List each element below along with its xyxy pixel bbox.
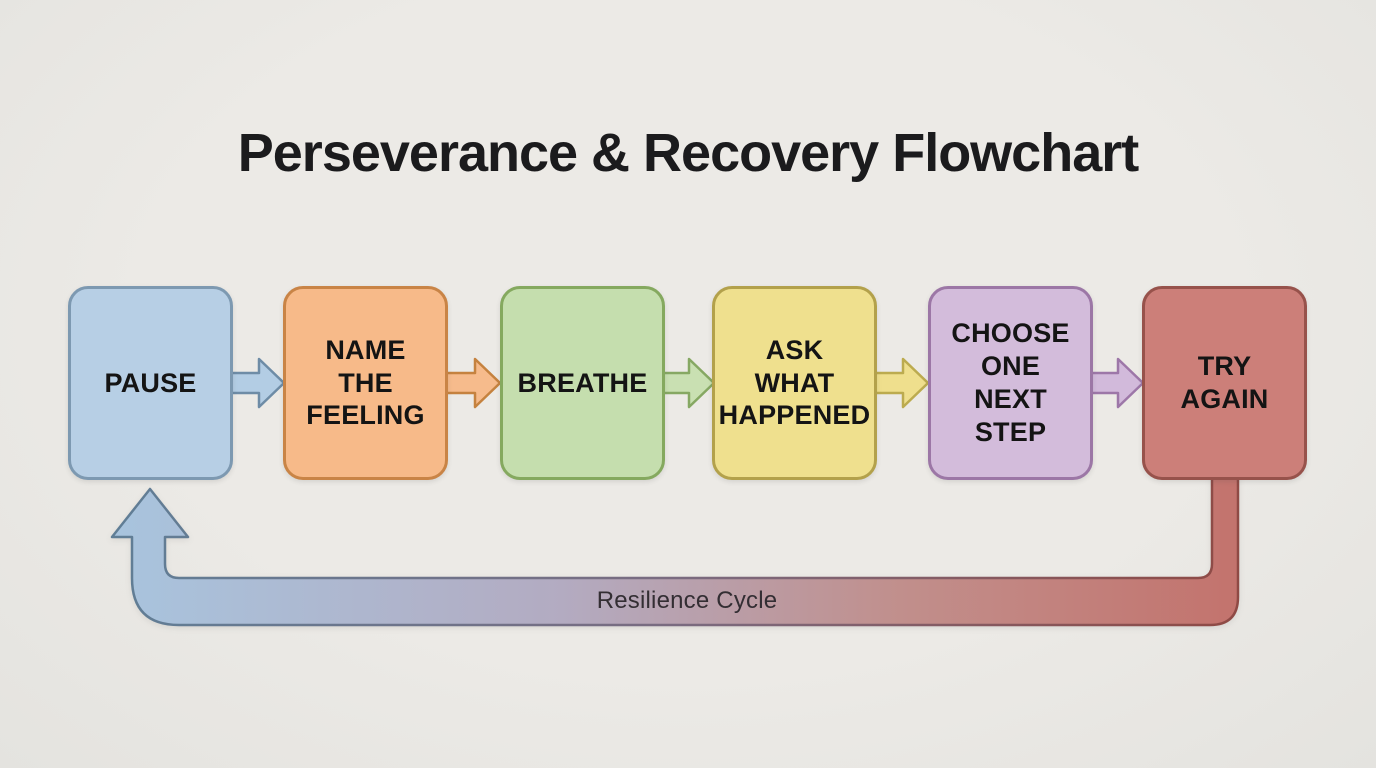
right-arrow-icon: [1089, 357, 1145, 409]
step-box-name-the-feeling: NAME THE FEELING: [283, 286, 448, 480]
step-box-breathe: BREATHE: [500, 286, 665, 480]
right-arrow-icon: [874, 357, 930, 409]
page-title: Perseverance & Recovery Flowchart: [237, 123, 1139, 183]
step-box-choose-one-next-step: CHOOSE ONE NEXT STEP: [928, 286, 1093, 480]
step-label: CHOOSE ONE NEXT STEP: [951, 318, 1070, 447]
step-label: BREATHE: [517, 367, 648, 398]
step-box-ask-what-happened: ASK WHAT HAPPENED: [712, 286, 877, 480]
right-arrow-icon: [446, 357, 502, 409]
step-label: TRY AGAIN: [1180, 351, 1269, 414]
loop-band-shape: [110, 468, 1240, 627]
step-label: NAME THE FEELING: [306, 334, 425, 431]
right-arrow-icon: [660, 357, 716, 409]
resilience-cycle-label: Resilience Cycle: [596, 587, 778, 614]
step-label: PAUSE: [104, 367, 197, 398]
step-label: ASK WHAT HAPPENED: [718, 334, 871, 431]
step-box-pause: PAUSE: [68, 286, 233, 480]
right-arrow-icon: [230, 357, 286, 409]
step-box-try-again: TRY AGAIN: [1142, 286, 1307, 480]
